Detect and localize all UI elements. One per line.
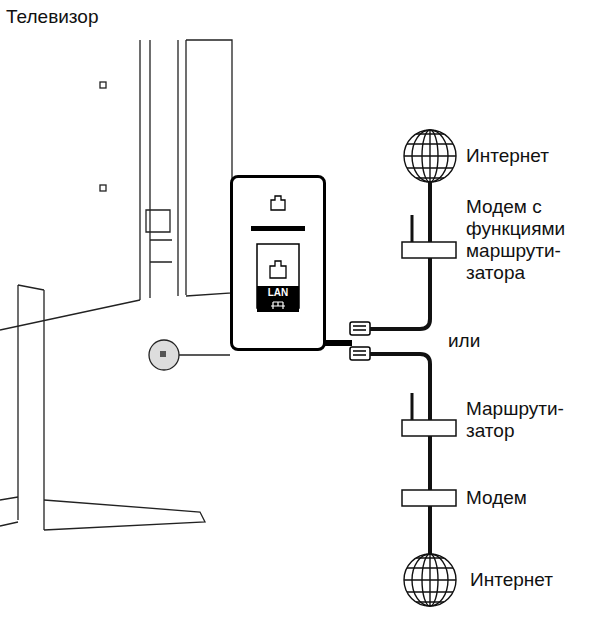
device-title: Телевизор (6, 6, 166, 28)
tv-port-area (146, 210, 170, 232)
part-name: Модем (466, 487, 594, 509)
callout-circle (149, 340, 179, 370)
tv-back (140, 40, 232, 300)
part-name: Интернет (466, 145, 594, 167)
port-label: LAN (257, 287, 299, 298)
internet-globe (404, 130, 456, 182)
leader-line (179, 354, 230, 355)
tv-stand-base (0, 497, 205, 530)
modem-router (402, 242, 456, 258)
antenna (411, 393, 414, 420)
internet-globe (404, 554, 456, 606)
tv-bottom-edge (0, 300, 140, 330)
part-name: Модем с функциями маршрути- затора (466, 196, 594, 284)
tv-hole (100, 82, 106, 88)
part-name: Интернет (470, 569, 595, 591)
tv-hole (100, 185, 106, 191)
tv-stand (18, 285, 44, 522)
router (402, 420, 456, 436)
antenna (411, 215, 414, 242)
lan-port-callout: LAN (230, 175, 326, 351)
part-name: Маршрути- затор (466, 398, 594, 442)
rj45-plug (350, 322, 370, 335)
port-icons (233, 178, 323, 348)
modem (402, 490, 456, 506)
cable (370, 354, 430, 554)
alternative-note: или (448, 330, 508, 352)
rj45-plug (350, 347, 370, 360)
